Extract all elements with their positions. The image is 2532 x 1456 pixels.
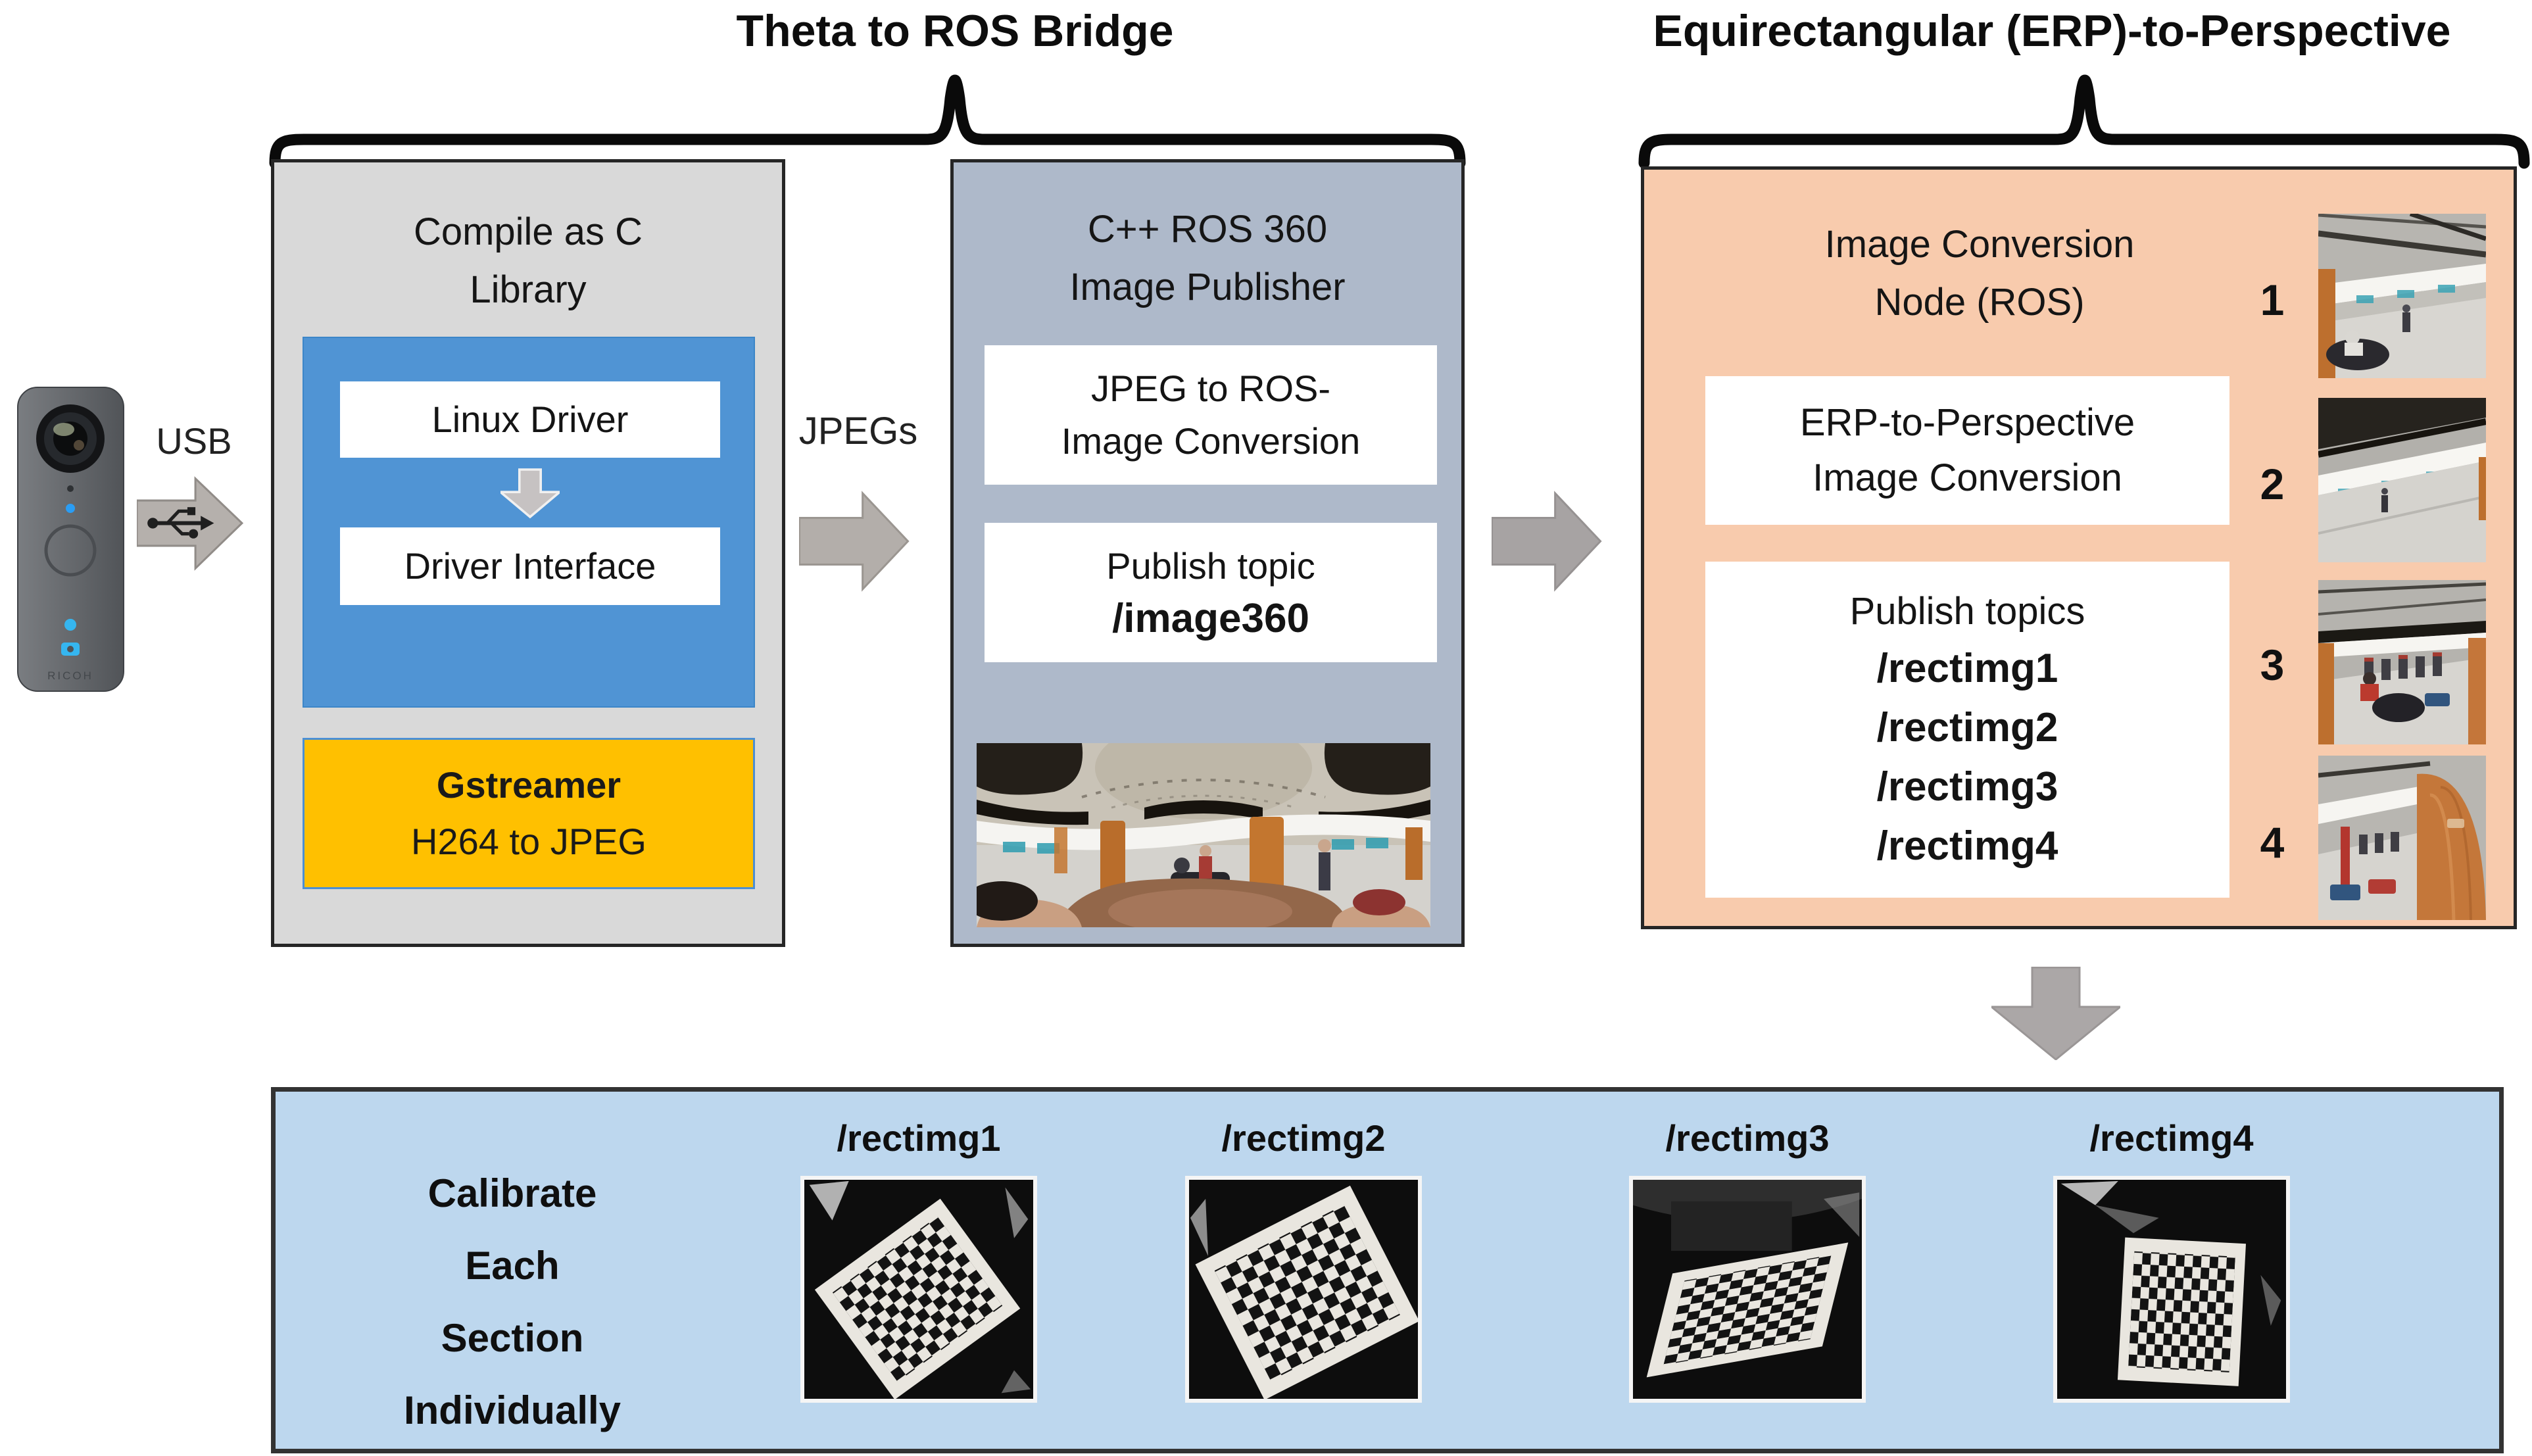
down-arrow-icon	[1991, 967, 2120, 1060]
topic-rectimg2: /rectimg2	[1876, 704, 2058, 750]
erp-conversion-box: ERP-to-Perspective Image Conversion	[1705, 376, 2229, 525]
jpegs-label: JPEGs	[798, 410, 918, 452]
calibration-label-rectimg1: /rectimg1	[837, 1117, 1001, 1159]
linux-driver-box: Linux Driver	[340, 381, 720, 458]
usb-trident-icon	[147, 507, 214, 539]
publish-topic-value: /image360	[1112, 596, 1309, 641]
conversion-title-line2: Node (ROS)	[1874, 281, 2085, 324]
gstreamer-subtitle: H264 to JPEG	[411, 821, 646, 862]
perspective-view-1-image	[2318, 214, 2486, 378]
section-title-theta-bridge: Theta to ROS Bridge	[736, 6, 1174, 56]
erp-line1: ERP-to-Perspective	[1799, 401, 2135, 444]
camera-brand-label: RICOH	[47, 669, 93, 682]
section-title-erp-perspective: Equirectangular (ERP)-to-Perspective	[1653, 6, 2451, 56]
compile-title-line1: Compile as C	[413, 210, 643, 253]
perspective-view-4-image	[2318, 756, 2486, 920]
checkerboard-rectimg2-image	[1185, 1176, 1422, 1403]
view-number-2: 2	[2260, 460, 2285, 508]
view-number-4: 4	[2260, 818, 2285, 867]
erp-line2: Image Conversion	[1813, 456, 2122, 499]
publisher-box: C++ ROS 360 Image Publisher JPEG to ROS-…	[950, 159, 1465, 947]
usb-label: USB	[156, 420, 232, 462]
calibration-caption-line1: Calibrate	[427, 1171, 597, 1215]
calibration-caption-line3: Section	[441, 1316, 584, 1360]
perspective-view-3-image	[2318, 580, 2486, 744]
calibration-label-rectimg3: /rectimg3	[1665, 1117, 1830, 1159]
conversion-node-box: Image Conversion Node (ROS) ERP-to-Persp…	[1641, 166, 2517, 929]
jpegs-arrow-icon	[799, 491, 910, 592]
conversion-title-line1: Image Conversion	[1824, 223, 2135, 266]
gstreamer-box: Gstreamer H264 to JPEG	[303, 738, 755, 889]
jpeg-conversion-box: JPEG to ROS- Image Conversion	[985, 345, 1437, 485]
driver-panel: Linux Driver Driver Interface	[303, 337, 755, 708]
usb-arrow-icon	[137, 476, 243, 571]
publish-topics-label: Publish topics	[1849, 589, 2085, 633]
camera-shutter-button	[44, 524, 97, 577]
down-arrow-small-icon	[500, 468, 560, 519]
driver-interface-box: Driver Interface	[340, 527, 720, 605]
camera-mic-dot	[67, 485, 74, 492]
calibration-box: Calibrate Each Section Individually /rec…	[271, 1087, 2504, 1453]
jpeg-conversion-line1: JPEG to ROS-	[1090, 368, 1331, 409]
camera-wifi-led-icon	[64, 619, 76, 631]
view-number-1: 1	[2260, 276, 2285, 324]
publish-topic-box: Publish topic /image360	[985, 523, 1437, 662]
calibration-caption-line2: Each	[465, 1244, 560, 1288]
compile-box: Compile as C Library Linux Driver Driver…	[271, 159, 785, 947]
theta-camera-illustration: RICOH	[17, 387, 124, 692]
topic-rectimg1: /rectimg1	[1876, 645, 2058, 691]
topic-rectimg3: /rectimg3	[1876, 764, 2058, 810]
calibration-caption-line4: Individually	[403, 1388, 621, 1432]
compile-title-line2: Library	[470, 268, 587, 311]
equirectangular-360-image	[977, 743, 1430, 927]
checkerboard-rectimg1-image	[800, 1176, 1037, 1403]
perspective-view-2-image	[2318, 398, 2486, 562]
calibration-caption: Calibrate Each Section Individually	[328, 1157, 696, 1447]
view-number-3: 3	[2260, 641, 2285, 689]
publisher-box-title: C++ ROS 360 Image Publisher	[954, 201, 1461, 316]
compile-box-title: Compile as C Library	[274, 203, 782, 319]
section-braces	[269, 74, 2530, 169]
flow-arrow-icon	[1492, 491, 1602, 592]
right-brace-icon	[1638, 74, 2530, 169]
left-brace-icon	[269, 74, 1466, 169]
checkerboard-rectimg4-image	[2053, 1176, 2290, 1403]
calibration-label-rectimg4: /rectimg4	[2089, 1117, 2254, 1159]
conversion-box-title: Image Conversion Node (ROS)	[1684, 216, 2276, 331]
publish-topics-box: Publish topics /rectimg1 /rectimg2 /rect…	[1705, 562, 2229, 898]
publisher-title-line1: C++ ROS 360	[1087, 208, 1328, 251]
camera-led-icon	[66, 504, 75, 513]
jpeg-conversion-line2: Image Conversion	[1061, 420, 1361, 462]
calibration-label-rectimg2: /rectimg2	[1221, 1117, 1386, 1159]
topic-rectimg4: /rectimg4	[1876, 823, 2058, 869]
publish-topic-label: Publish topic	[1106, 545, 1315, 587]
checkerboard-rectimg3-image	[1629, 1176, 1866, 1403]
publisher-title-line2: Image Publisher	[1069, 266, 1346, 308]
gstreamer-title: Gstreamer	[436, 764, 621, 806]
